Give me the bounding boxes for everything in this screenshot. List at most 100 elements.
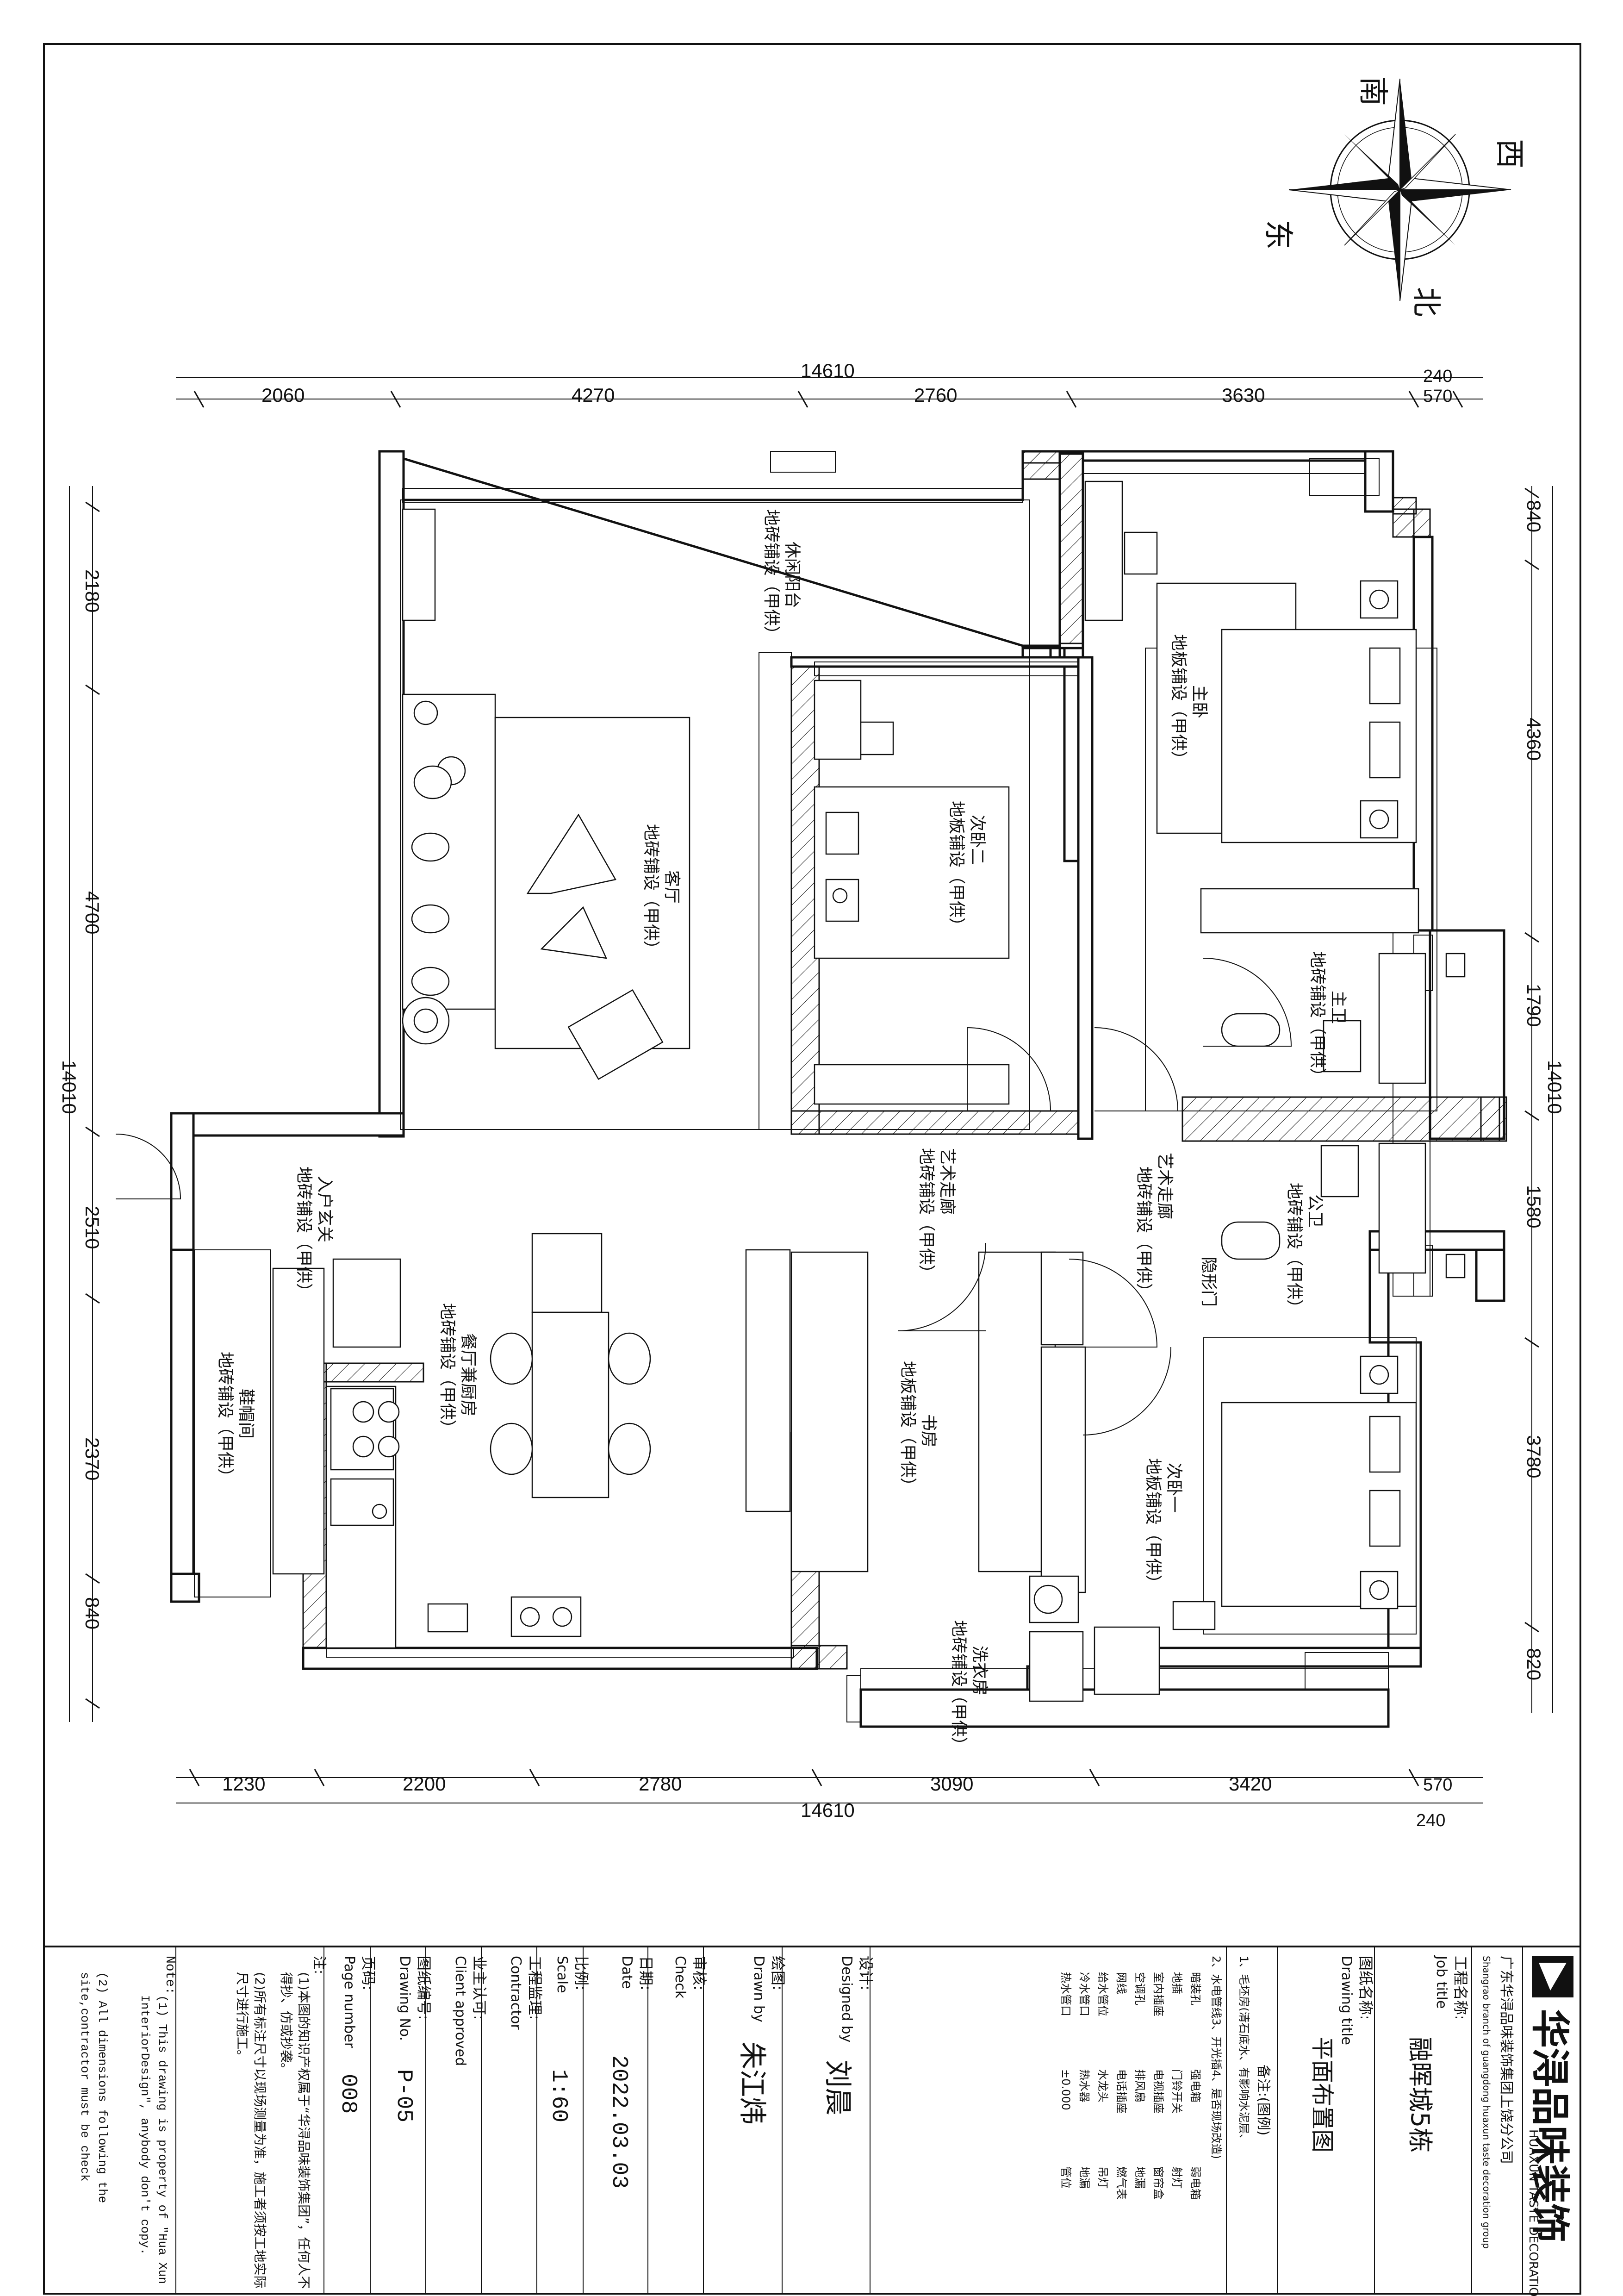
legend-item-7: 热水管口 [1059, 1972, 1072, 2016]
drawn-value: 朱江炜 [736, 2041, 768, 2125]
legend-item-23: 管位 [1059, 2166, 1072, 2189]
note-cn-2: (2)所有标注尺寸以现场测量为准，施工者须按工地实际尺寸进行施工。 [235, 1972, 267, 2289]
dim-right-seg-0: 840 [1523, 500, 1545, 532]
dim-left-total: 14010 [58, 1060, 80, 1114]
compass-south-label: 南 [1356, 76, 1390, 106]
room-master-floor: 地板铺设（甲供） [1169, 634, 1188, 767]
dim-bottom-seg-2: 2780 [639, 1773, 682, 1795]
legend-item-10: 电视插座 [1152, 2069, 1165, 2114]
dim-left-seg-3: 2370 [81, 1437, 103, 1480]
date-label: 日期: [637, 1956, 655, 1990]
legend-item-8: 强电箱 [1189, 2069, 1202, 2103]
legend-item-17: 射灯 [1170, 2166, 1183, 2189]
drawing-no-value: P-05 [391, 2069, 416, 2122]
room-dining-name: 餐厅兼厨房 [459, 1333, 478, 1416]
legend-item-5: 给水管位 [1096, 1972, 1109, 2016]
scale-label-en: Scale [554, 1956, 570, 1993]
room-corridor1-name: 艺术走廊 [938, 1148, 957, 1215]
note-en-2: (2) All dimensions following the site,co… [78, 1972, 109, 2203]
room-shoe-floor: 地砖铺设（甲供） [216, 1352, 235, 1485]
note-en-1-wrap: (1) This drawing is property of "Hua Xun… [138, 1995, 169, 2284]
room-corridor2-name: 艺术走廊 [1155, 1153, 1174, 1219]
room-balcony-name: 休闲阳台 [783, 542, 802, 608]
dim-left-seg-2: 2510 [81, 1206, 103, 1249]
room-master-bath-floor: 地砖铺设（甲供） [1308, 951, 1327, 1085]
legend-item-1: 地插 [1170, 1972, 1183, 1994]
legend-item-16: 弱电箱 [1189, 2166, 1202, 2200]
drawing-title-value: 平面布置图 [1309, 2037, 1336, 2152]
drawing-title-label: 图纸名称: [1357, 1956, 1374, 2020]
dim-bottom-small: 240 [1416, 1811, 1445, 1830]
room-foyer-name: 入户玄关 [315, 1176, 334, 1242]
legend-item-9: 门铃开关 [1170, 2069, 1183, 2114]
legend-item-18: 窗帘盒 [1152, 2166, 1165, 2200]
legend-item-22: 地漏 [1078, 2166, 1091, 2189]
compass-east-label: 东 [1261, 220, 1295, 250]
legend-item-20: 燃气表 [1115, 2166, 1128, 2200]
compass-west-label: 西 [1492, 139, 1526, 168]
page-number-label-en: Page number [341, 1956, 357, 2048]
note-cn-label: 注: [311, 1956, 327, 1974]
dim-right-total: 14010 [1544, 1060, 1566, 1114]
branch-name-cn: 广东华浔品味装饰集团上饶分公司 [1498, 1956, 1514, 2164]
room-master-name: 主卧 [1190, 685, 1209, 718]
check-label: 审核: [690, 1956, 708, 1990]
room-study-name: 书房 [919, 1414, 938, 1447]
room-public-bath-floor: 地砖铺设（甲供） [1285, 1183, 1304, 1316]
contractor-label: 工程监理: [526, 1956, 544, 2020]
room-bedroom2-floor: 地板铺设（甲供） [947, 801, 966, 934]
legend-title: 备注:(图例) [1255, 2065, 1271, 2136]
job-title-label-en: Job title [1433, 1955, 1449, 2009]
dim-top-total: 14610 [801, 360, 855, 381]
dim-right-seg-2: 1790 [1523, 984, 1545, 1027]
drawing-no-label-en: Drawing No. [397, 1956, 413, 2041]
dim-bottom-seg-3: 3090 [930, 1773, 973, 1795]
legend-item-6: 冷水管口 [1078, 1972, 1091, 2016]
room-labels: 休闲阳台 地砖铺设（甲供） 客厅 地砖铺设（甲供） 次卧二 地板铺设（甲供） 主… [216, 509, 1348, 1753]
title-block: 华浔品味装饰 HUAXUN TASTE DECORATION 广东华浔品味装饰集… [44, 1946, 1580, 2296]
note-cn-1-wrap: (1)本图的知识产权属于“华浔品味装饰集团”，任何人不得抄、仿或抄袭。 [279, 1972, 311, 2289]
dimension-texts: 14610 240 570 2060 4270 2760 3630 1230 2… [58, 360, 1566, 1830]
legend-item-12: 电话插座 [1115, 2069, 1128, 2114]
legend-item-3: 空调孔 [1133, 1972, 1146, 2005]
furniture [115, 480, 1466, 1702]
note-en-2-wrap: (2) All dimensions following the site,co… [78, 1972, 109, 2203]
legend-items: 暗装孔 地插 室内插座 空调孔 网线 给水管位 冷水管口 热水管口 强电箱 门铃… [1059, 1972, 1202, 2200]
dim-top-seg-3: 3630 [1222, 384, 1265, 406]
contractor-label-en: Contractor [508, 1956, 524, 2030]
room-dining-floor: 地砖铺设（甲供） [438, 1303, 457, 1436]
company-name-en: HUAXUN TASTE DECORATION [1526, 2129, 1540, 2296]
legend-item-14: 热水器 [1078, 2069, 1091, 2103]
dim-bottom-seg-4: 3420 [1229, 1773, 1272, 1795]
page-number-label: 页码: [360, 1956, 377, 1990]
room-balcony-floor: 地砖铺设（甲供） [762, 509, 781, 643]
dim-bottom-seg-1: 2200 [403, 1773, 446, 1795]
dim-bottom-seg-0: 1230 [222, 1773, 265, 1795]
dim-left-seg-1: 4700 [81, 891, 103, 934]
note-cn-2-wrap: (2)所有标注尺寸以现场测量为准，施工者须按工地实际尺寸进行施工。 [235, 1972, 267, 2289]
dim-right-seg-5: 820 [1523, 1648, 1545, 1680]
drawn-label: 绘图: [769, 1956, 787, 1990]
drawn-label-en: Drawn by [751, 1956, 767, 2022]
room-laundry-name: 洗衣房 [970, 1646, 989, 1696]
company-name-cn: 华浔品味装饰 [1527, 2009, 1573, 2242]
room-bedroom1-name: 次卧一 [1164, 1463, 1183, 1513]
room-living-floor: 地砖铺设（甲供） [641, 824, 660, 957]
dim-right-seg-3: 1580 [1523, 1185, 1545, 1228]
dim-left-seg-0: 2180 [81, 569, 103, 612]
room-study-floor: 地板铺设（甲供） [898, 1361, 917, 1494]
drawing-title-label-en: Drawing title [1338, 1956, 1355, 2045]
dim-bottom-total: 14610 [801, 1799, 855, 1821]
legend-item-13: 水龙头 [1096, 2069, 1109, 2103]
dimension-lines [69, 377, 1553, 1803]
dim-top-seg-2: 2760 [914, 384, 957, 406]
legend-item-15: ±0.000 [1059, 2069, 1072, 2110]
scale-label: 比例: [572, 1956, 590, 1990]
dim-top-seg-1: 4270 [572, 384, 615, 406]
dim-left-seg-4: 840 [81, 1597, 103, 1629]
legend-item-19: 地漏 [1133, 2166, 1146, 2189]
legend-item-21: 吊灯 [1096, 2166, 1109, 2189]
room-bedroom1-floor: 地板铺设（甲供） [1144, 1458, 1163, 1591]
room-master-bath-name: 主卫 [1329, 991, 1348, 1024]
